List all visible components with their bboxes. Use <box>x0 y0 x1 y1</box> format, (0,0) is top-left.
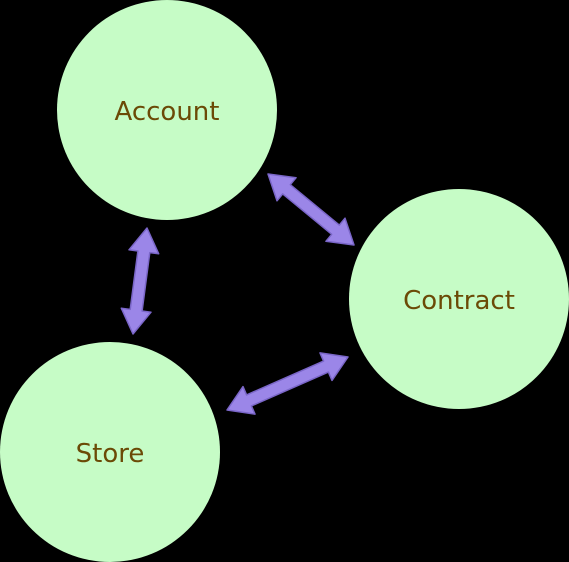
edges <box>120 173 355 415</box>
node-account: Account <box>57 0 277 220</box>
node-contract-label: Contract <box>403 286 515 316</box>
arrow-contract-store <box>226 352 349 415</box>
node-store: Store <box>0 342 220 562</box>
arrow-account-contract <box>267 173 355 246</box>
node-account-circle <box>57 0 277 220</box>
node-contract: Contract <box>349 189 569 409</box>
node-store-label: Store <box>76 439 145 469</box>
node-contract-circle <box>349 189 569 409</box>
node-store-circle <box>0 342 220 562</box>
node-account-label: Account <box>115 97 220 127</box>
arrow-account-store <box>120 227 160 335</box>
